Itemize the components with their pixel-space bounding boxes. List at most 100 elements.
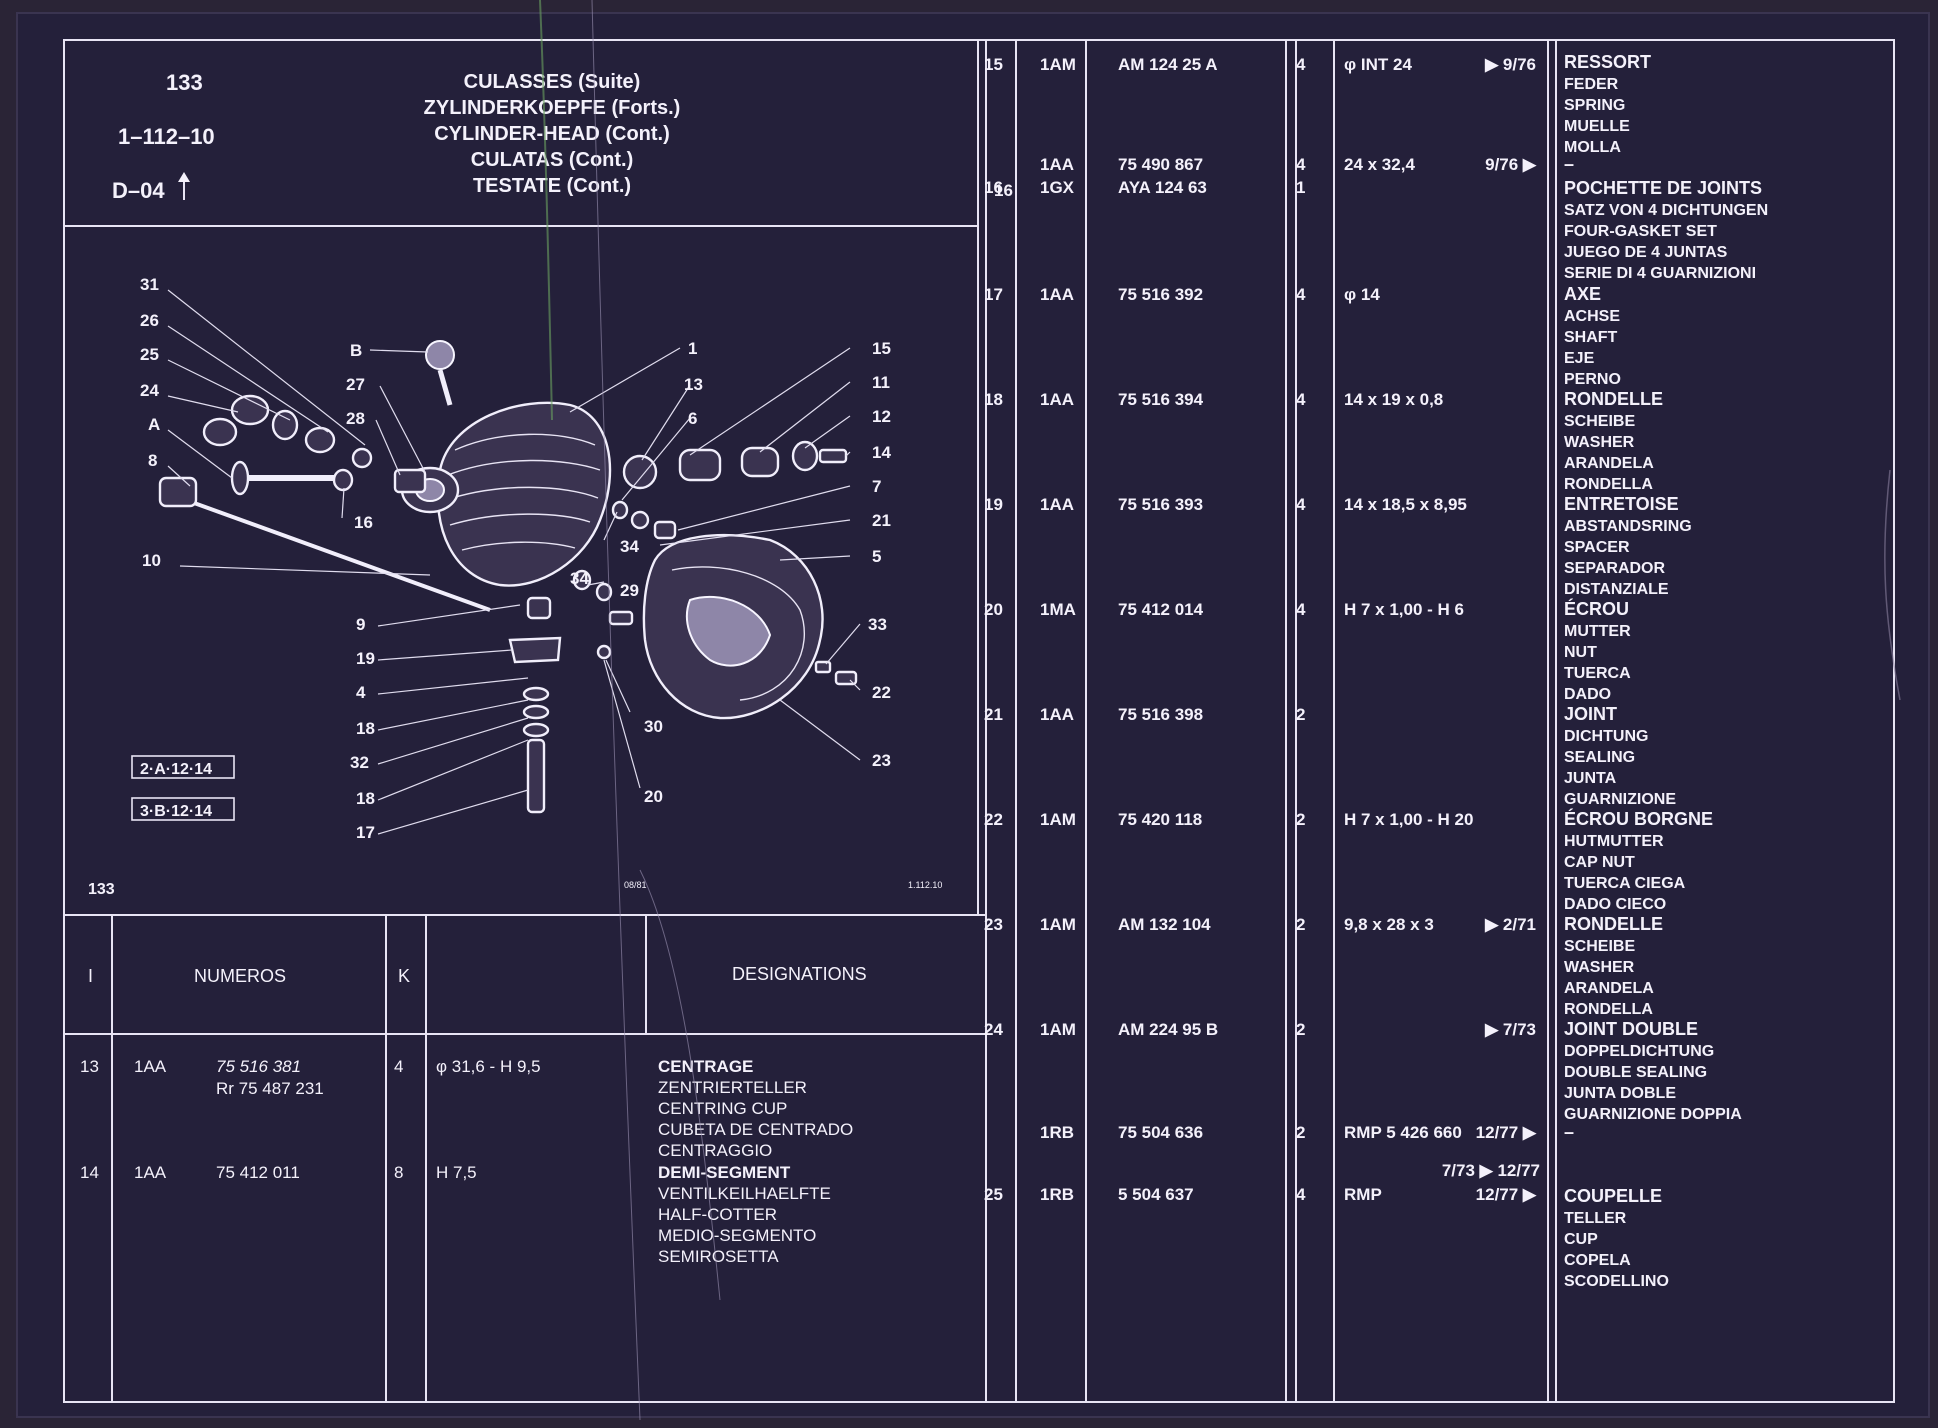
callout-label: 15 (872, 339, 891, 358)
designation-text: DOUBLE SEALING (1564, 1064, 1707, 1081)
row-spec: 14 x 19 x 0,8 (1344, 390, 1443, 409)
exploded-diagram: 31262524A810B272816919418321817113634342… (88, 275, 942, 898)
callout-label: 24 (140, 381, 159, 400)
designation-text: EJE (1564, 350, 1595, 367)
designation-text: DICHTUNG (1564, 728, 1648, 745)
designation-text: DADO CIECO (1564, 896, 1666, 913)
callout-label: 25 (140, 345, 159, 364)
table-header: I NUMEROS K DESIGNATIONS (88, 964, 867, 986)
designation-text: CUBETA DE CENTRADO (658, 1120, 853, 1139)
title-line: ZYLINDERKOEPFE (Forts.) (424, 97, 681, 119)
row-qty: 4 (1296, 495, 1306, 514)
title-line: TESTATE (Cont.) (473, 175, 631, 197)
reference-boxes: 2·A·12·14 3·B·12·14 (131, 755, 235, 821)
film-scratches (539, 0, 1901, 1421)
callout-label: 14 (872, 443, 891, 462)
title-line: CULATAS (Cont.) (471, 149, 634, 171)
callout-label: 13 (684, 375, 703, 394)
designation-text: CENTRING CUP (658, 1099, 787, 1118)
part-number: 75 504 636 (1118, 1123, 1203, 1142)
row-qty: 2 (1296, 1123, 1305, 1142)
designation-text: GUARNIZIONE (1564, 791, 1676, 808)
designation-text: NUT (1564, 644, 1597, 661)
part-number: 75 516 393 (1118, 495, 1203, 514)
row-qty: 4 (1296, 1185, 1306, 1204)
designation-text: TELLER (1564, 1210, 1627, 1227)
row-index: 13 (80, 1057, 99, 1076)
row-spec: φ 14 (1344, 285, 1380, 304)
row-date: 9/76 ▶ (1485, 155, 1537, 174)
designation-text: CENTRAGGIO (658, 1141, 772, 1160)
designation-text: JUNTA (1564, 770, 1617, 787)
variant-code: D–04 (112, 178, 165, 203)
designation-text: PERNO (1564, 371, 1621, 388)
callout-label: 29 (620, 581, 639, 600)
designation-text: – (1564, 1122, 1574, 1142)
row-code: 1AM (1040, 1020, 1076, 1039)
row-code: 1AA (134, 1057, 167, 1076)
row-qty: 2 (1296, 915, 1305, 934)
arrow-up-icon (178, 172, 190, 200)
title-line: CULASSES (Suite) (464, 71, 641, 93)
row-spec: H 7 x 1,00 - H 20 (1344, 810, 1473, 829)
row-index: 19 (984, 495, 1003, 514)
callout-label: 6 (688, 409, 697, 428)
callout-label: 16 (354, 513, 373, 532)
designation-text: SCHEIBE (1564, 938, 1635, 955)
designation-text: MOLLA (1564, 139, 1621, 156)
callout-label: 34 (570, 569, 589, 588)
row-date: ▶ 2/71 (1484, 915, 1536, 934)
designation-text: SCHEIBE (1564, 413, 1635, 430)
part-number: 75 516 392 (1118, 285, 1203, 304)
part-number: 5 504 637 (1118, 1185, 1194, 1204)
column-index-header: I (88, 966, 93, 986)
designation-text: SCODELLINO (1564, 1273, 1669, 1290)
row-code: 1AA (134, 1163, 167, 1182)
row-code: 1AA (1040, 705, 1074, 724)
callout-label: 8 (148, 451, 157, 470)
part-number: AM 132 104 (1118, 915, 1211, 934)
diagram-footer-left: 133 (88, 881, 115, 898)
designation-text: CAP NUT (1564, 854, 1635, 871)
row-index: 24 (984, 1020, 1003, 1039)
designation-text: SPACER (1564, 539, 1630, 556)
designation-text: TUERCA (1564, 665, 1631, 682)
row-qty: 4 (1296, 155, 1306, 174)
designation-text: COUPELLE (1564, 1186, 1662, 1206)
row-code: 1RB (1040, 1185, 1074, 1204)
designation-text: RONDELLA (1564, 1001, 1653, 1018)
row-date: 12/77 ▶ (1476, 1185, 1537, 1204)
part-number: 75 490 867 (1118, 155, 1203, 174)
callout-label: 18 (356, 719, 375, 738)
part-number: Rr 75 487 231 (216, 1079, 324, 1098)
designation-text: RONDELLA (1564, 476, 1653, 493)
row-spec: H 7,5 (436, 1163, 477, 1182)
designation-text: – (1564, 154, 1574, 174)
callout-label: 30 (644, 717, 663, 736)
part-number: AM 124 25 A (1118, 55, 1218, 74)
row-index: 20 (984, 600, 1003, 619)
row-date: 12/77 ▶ (1476, 1123, 1537, 1142)
title-line: CYLINDER-HEAD (Cont.) (434, 123, 670, 145)
parts-catalog-page (16, 12, 1930, 1418)
callout-label: A (148, 415, 160, 434)
row-spec: 24 x 32,4 (1344, 155, 1415, 174)
designation-text: MUELLE (1564, 118, 1630, 135)
designation-text: ÉCROU BORGNE (1564, 808, 1713, 829)
row-index: 25 (984, 1185, 1003, 1204)
row-qty: 4 (1296, 55, 1306, 74)
designation-text: JOINT (1564, 704, 1617, 724)
designation-text: HUTMUTTER (1564, 833, 1664, 850)
designation-text: ENTRETOISE (1564, 494, 1679, 514)
row-spec: φ INT 24 (1344, 55, 1412, 74)
part-number: AYA 124 63 (1118, 178, 1207, 197)
row-code: 1AA (1040, 155, 1074, 174)
row-qty: 4 (1296, 285, 1306, 304)
part-number: 75 516 381 (216, 1057, 301, 1076)
